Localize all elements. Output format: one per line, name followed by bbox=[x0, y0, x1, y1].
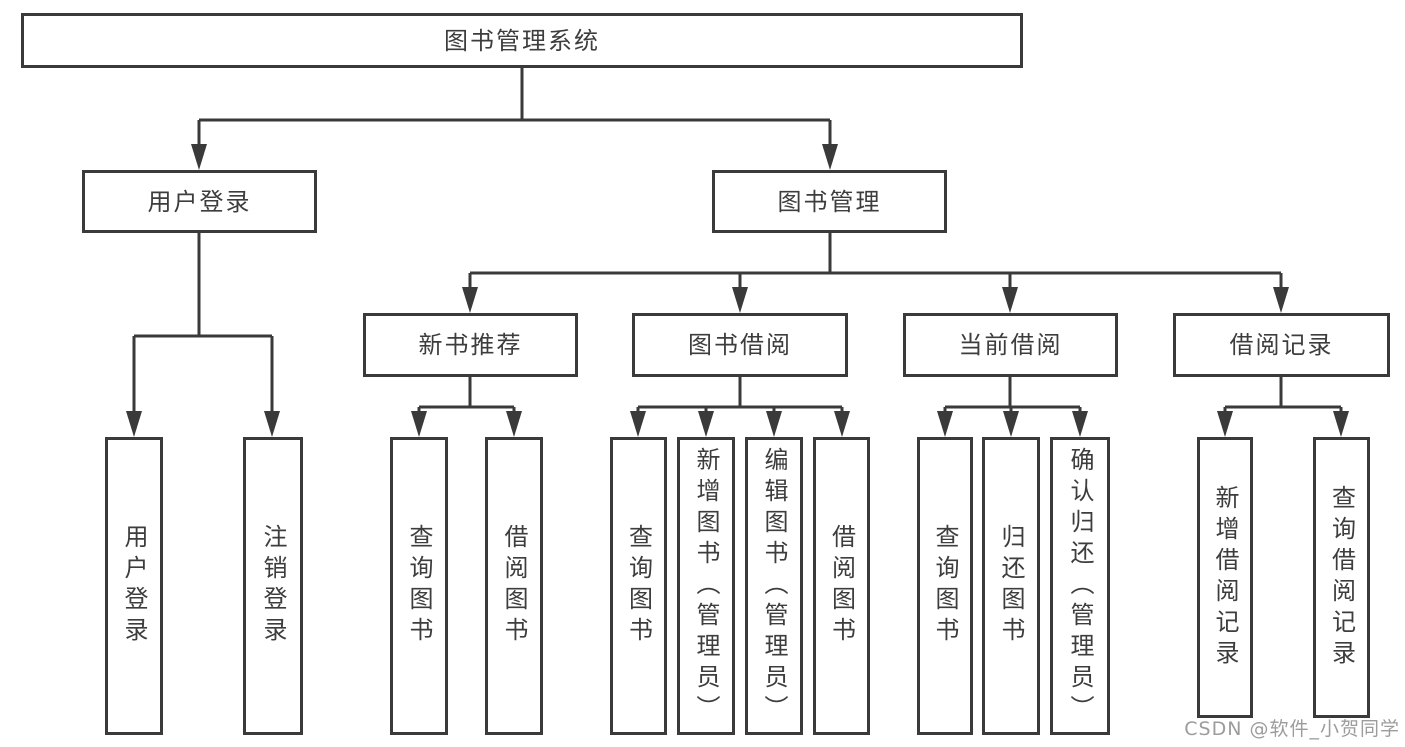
leaf-query-books-recommend: 查询图书 bbox=[390, 437, 448, 735]
leaf-query-books-borrow-label: 查询图书 bbox=[624, 524, 653, 648]
leaf-logout: 注销登录 bbox=[243, 437, 303, 735]
leaf-user-login: 用户登录 bbox=[105, 437, 163, 735]
node-current-borrow-label: 当前借阅 bbox=[958, 331, 1063, 359]
leaf-add-borrow-record-label: 新增借阅记录 bbox=[1211, 484, 1239, 671]
leaf-add-books-admin-label: 新增图书（管理员） bbox=[692, 446, 720, 726]
leaf-query-books-recommend-label: 查询图书 bbox=[405, 524, 433, 648]
leaf-add-borrow-record: 新增借阅记录 bbox=[1197, 437, 1253, 718]
leaf-query-books-current-label: 查询图书 bbox=[931, 524, 959, 648]
node-borrow-records: 借阅记录 bbox=[1173, 313, 1390, 377]
leaf-confirm-return-admin-label: 确认归还（管理员） bbox=[1066, 446, 1094, 726]
node-book-borrow-label: 图书借阅 bbox=[688, 331, 792, 359]
leaf-logout-label: 注销登录 bbox=[259, 524, 287, 648]
leaf-query-borrow-record-label: 查询借阅记录 bbox=[1327, 484, 1356, 671]
csdn-watermark: CSDN @软件_小贺同学 bbox=[1184, 718, 1400, 740]
node-root: 图书管理系统 bbox=[21, 13, 1023, 68]
node-user-login-label: 用户登录 bbox=[147, 187, 252, 216]
node-current-borrow: 当前借阅 bbox=[903, 313, 1118, 377]
leaf-return-books-label: 归还图书 bbox=[997, 524, 1025, 648]
leaf-return-books: 归还图书 bbox=[982, 437, 1040, 735]
node-book-management-label: 图书管理 bbox=[777, 187, 882, 216]
leaf-borrow-books-recommend: 借阅图书 bbox=[485, 437, 543, 735]
node-book-borrow: 图书借阅 bbox=[632, 313, 848, 377]
leaf-borrow-books-recommend-label: 借阅图书 bbox=[500, 524, 528, 648]
node-new-book-recommend-label: 新书推荐 bbox=[418, 331, 523, 359]
arrowheads bbox=[126, 144, 1349, 437]
node-root-label: 图书管理系统 bbox=[444, 26, 600, 55]
leaf-edit-books-admin: 编辑图书（管理员） bbox=[745, 437, 803, 735]
leaf-borrow-books: 借阅图书 bbox=[813, 437, 870, 735]
node-book-management: 图书管理 bbox=[712, 170, 947, 233]
leaf-query-borrow-record: 查询借阅记录 bbox=[1313, 437, 1370, 718]
leaf-query-books-current: 查询图书 bbox=[917, 437, 973, 735]
leaf-borrow-books-label: 借阅图书 bbox=[827, 524, 856, 648]
leaf-add-books-admin: 新增图书（管理员） bbox=[677, 437, 735, 735]
node-user-login: 用户登录 bbox=[82, 170, 317, 233]
leaf-confirm-return-admin: 确认归还（管理员） bbox=[1050, 437, 1110, 735]
leaf-query-books-borrow: 查询图书 bbox=[610, 437, 667, 735]
leaf-user-login-label: 用户登录 bbox=[120, 524, 148, 648]
leaf-edit-books-admin-label: 编辑图书（管理员） bbox=[760, 446, 788, 726]
node-new-book-recommend: 新书推荐 bbox=[363, 313, 578, 377]
node-borrow-records-label: 借阅记录 bbox=[1229, 331, 1334, 359]
